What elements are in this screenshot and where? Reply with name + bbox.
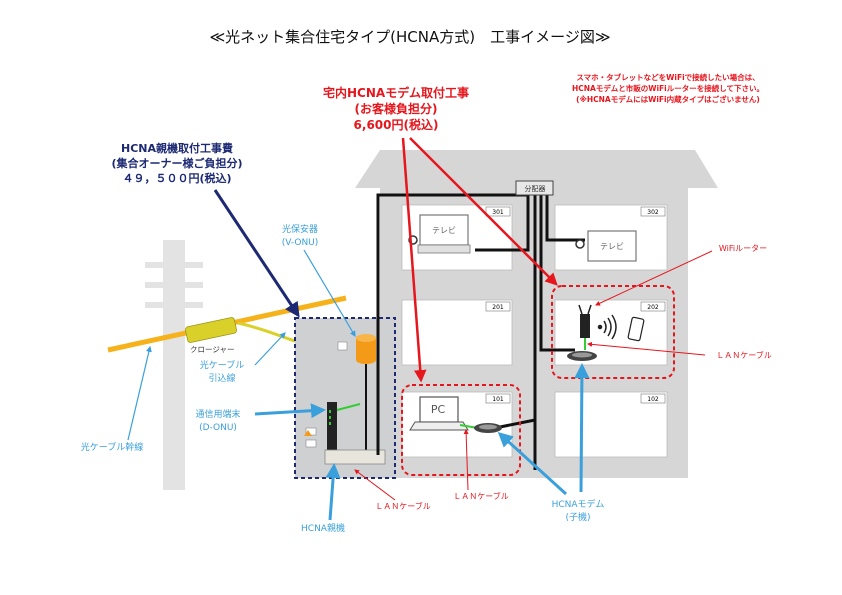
modem-icon (474, 423, 502, 433)
modem-label-arrow-101 (497, 431, 568, 496)
router-icon (578, 304, 592, 338)
wifi-note-line3: (※HCNAモデムにはWiFi内蔵タイプはございません) (576, 94, 760, 104)
room-201: 201 (401, 299, 513, 366)
tv-label-302: テレビ (600, 242, 624, 251)
trunk-label: 光ケーブル幹線 (81, 441, 143, 453)
wifi-router-arrow (595, 250, 713, 306)
drop-label-line2: 引込線 (208, 372, 235, 384)
modem-cost-line3: 6,600円(税込) (354, 117, 439, 132)
lan-cable-arrow-master (354, 469, 396, 501)
room-number: 201 (492, 304, 504, 311)
modem-cost-line2: (お客様負担分) (355, 101, 438, 116)
donu-green-cable (336, 403, 361, 411)
wifi-note-line1: スマホ・タブレットなどをWiFiで接続したい場合は、 (576, 72, 759, 82)
donu-label-line2: (D-ONU) (199, 423, 237, 433)
donu-icon (327, 402, 337, 450)
hcna-master-icon (304, 427, 386, 465)
modem-label-line1: HCNAモデム (552, 498, 605, 510)
room-number: 301 (492, 209, 504, 216)
onu-label-line2: (V-ONU) (282, 238, 319, 248)
wifi-signal-icon (597, 314, 617, 340)
tv-label-301: テレビ (432, 226, 456, 235)
onu-icon (337, 334, 376, 364)
wifi-router-label: WiFiルーター (719, 244, 767, 253)
onu-label-arrow (303, 249, 356, 338)
lan-cable-label-101: ＬＡＮケーブル (453, 491, 509, 501)
hcna-master-arrow (325, 463, 341, 521)
onu-label-line1: 光保安器 (282, 223, 318, 235)
closure-label: クロージャー (190, 345, 234, 354)
splitter-label: 分配器 (525, 184, 546, 193)
drop-label-arrow (254, 332, 286, 366)
donu-label-line1: 通信用端末 (195, 408, 240, 420)
modem-icon (567, 351, 597, 361)
room-102: 102 (554, 391, 668, 458)
utility-pole-icon (145, 240, 203, 490)
tv-icon (575, 230, 637, 262)
donu-label-arrow (254, 403, 326, 419)
tv-icon (408, 214, 471, 254)
lan-cable-label-202: ＬＡＮケーブル (716, 350, 772, 360)
owner-cost-line3: ４９，５００円(税込) (122, 171, 231, 185)
lan-cable-arrow-101 (463, 429, 469, 491)
modem-cost-line1: 宅内HCNAモデム取付工事 (323, 85, 469, 100)
room-number: 101 (492, 396, 504, 403)
owner-cost-line1: HCNA親機取付工事費 (121, 141, 233, 155)
zone-202 (551, 285, 675, 379)
room-number: 302 (647, 209, 659, 216)
trunk-label-arrow (127, 345, 152, 441)
room-number: 202 (647, 304, 659, 311)
page-title: ≪光ネット集合住宅タイプ(HCNA方式) 工事イメージ図≫ (209, 28, 610, 46)
pc-label: PC (431, 403, 446, 416)
hcna-master-label: HCNA親機 (301, 522, 345, 534)
drop-label-line1: 光ケーブル (200, 359, 244, 371)
room-number: 102 (647, 396, 659, 403)
closure-icon (185, 317, 237, 343)
smartphone-icon (627, 316, 645, 342)
modem-cost-arrow-202 (409, 137, 558, 286)
modem-cost-arrow-101 (401, 137, 427, 383)
lan-cable-label-master: ＬＡＮケーブル (375, 501, 431, 511)
modem-label-line2: (子機) (565, 511, 590, 523)
lan-cable-arrow-202 (587, 341, 706, 356)
wifi-note-line2: HCNAモデムと市販のWiFiルーターを接続して下さい。 (572, 83, 764, 93)
splitter-icon: 分配器 (515, 180, 554, 196)
zone-101 (401, 384, 521, 476)
owner-cost-line2: (集合オーナー様ご負担分) (111, 156, 242, 170)
owner-cost-arrow (213, 189, 300, 318)
modem-label-arrow-202 (574, 363, 590, 493)
